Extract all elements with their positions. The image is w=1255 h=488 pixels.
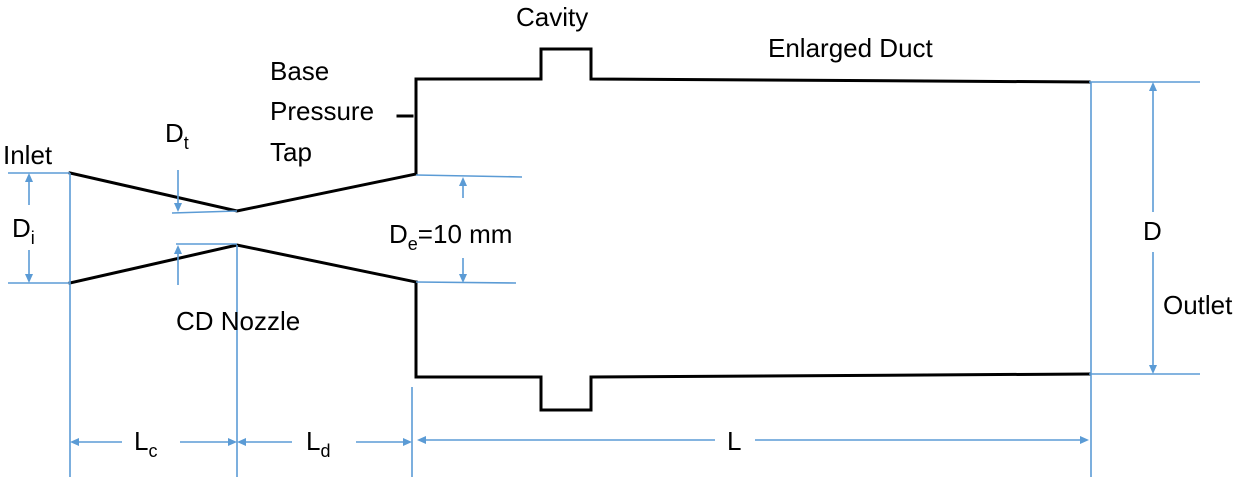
nozzle-geometry: [68, 171, 418, 285]
diagram-labels: Cavity Enlarged Duct Base Pressure Tap I…: [3, 2, 1233, 461]
de-arrowhead-top: [459, 177, 467, 186]
lc-arrowhead-right: [228, 438, 237, 446]
ld-label-sub: d: [320, 441, 330, 461]
tap-label: Tap: [270, 137, 312, 167]
lc-label-sub: c: [148, 441, 157, 461]
enlarged-duct-geometry: [396, 47, 1091, 412]
de-label-value: =10 mm: [418, 219, 513, 249]
dt-arrowhead-top: [174, 203, 182, 212]
di-label-main: D: [12, 213, 31, 243]
di-label-sub: i: [31, 228, 35, 248]
ext-throat-top: [171, 210, 238, 214]
dt-arrowhead-bottom: [174, 245, 182, 254]
ext-exit-top: [415, 174, 523, 178]
cd-nozzle-label: CD Nozzle: [176, 306, 300, 336]
base-label: Base: [270, 56, 329, 86]
l-arrowhead-right: [1080, 436, 1089, 444]
duct-lower-wall: [414, 280, 1091, 412]
ld-arrowhead-right: [403, 438, 412, 446]
dt-label-main: D: [165, 118, 184, 148]
l-arrowhead-left: [417, 436, 426, 444]
pressure-label: Pressure: [270, 96, 374, 126]
duct-upper-wall: [414, 47, 1091, 176]
l-label: L: [727, 426, 741, 456]
nozzle-lower-wall: [68, 243, 418, 285]
ld-arrowhead-left: [237, 438, 246, 446]
ld-label: Ld: [306, 426, 330, 461]
dt-label: Dt: [165, 118, 189, 153]
de-label-main: D: [389, 219, 408, 249]
d-label: D: [1143, 216, 1162, 246]
ld-label-main: L: [306, 426, 320, 456]
lc-label-main: L: [134, 426, 148, 456]
lc-label: Lc: [134, 426, 157, 461]
de-label: De=10 mm: [389, 219, 512, 254]
d-arrowhead-top: [1149, 82, 1157, 91]
inlet-label: Inlet: [3, 140, 53, 170]
d-arrowhead-bottom: [1149, 365, 1157, 374]
de-arrowhead-bottom: [459, 274, 467, 283]
enlarged-duct-label: Enlarged Duct: [768, 33, 934, 63]
dt-label-sub: t: [184, 133, 189, 153]
di-arrowhead-top: [25, 173, 33, 182]
ext-exit-bottom: [415, 281, 517, 284]
de-label-sub: e: [408, 234, 418, 254]
di-label: Di: [12, 213, 35, 248]
di-arrowhead-bottom: [25, 274, 33, 283]
outlet-label: Outlet: [1163, 290, 1233, 320]
nozzle-upper-wall: [68, 171, 418, 213]
cavity-label: Cavity: [516, 2, 588, 32]
dimension-lines: [8, 81, 1200, 477]
lc-arrowhead-left: [70, 438, 79, 446]
